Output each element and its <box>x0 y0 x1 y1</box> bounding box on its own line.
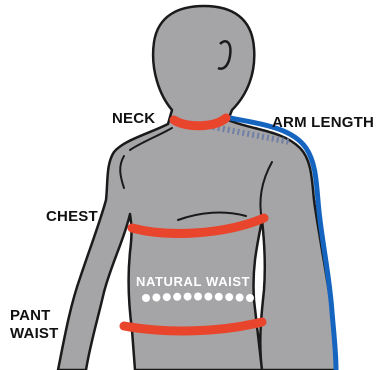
waist-dot <box>194 293 202 301</box>
waist-dot <box>142 294 150 302</box>
chest-label: CHEST <box>46 208 98 226</box>
body-silhouette <box>58 6 336 370</box>
pant-waist-label-line1: PANT <box>10 307 51 325</box>
waist-dot <box>215 293 223 301</box>
waist-dot <box>173 293 181 301</box>
arm-length-label: ARM LENGTH <box>272 114 374 132</box>
waist-dot <box>152 294 160 302</box>
waist-dot <box>204 293 212 301</box>
pant-waist-label-line2: WAIST <box>10 325 59 343</box>
waist-dot <box>184 293 192 301</box>
waist-dot <box>246 294 254 302</box>
neck-label: NECK <box>112 110 155 128</box>
waist-dot <box>225 293 233 301</box>
waist-dot <box>163 293 171 301</box>
natural-waist-label: NATURAL WAIST <box>136 273 250 291</box>
waist-dot <box>236 294 244 302</box>
